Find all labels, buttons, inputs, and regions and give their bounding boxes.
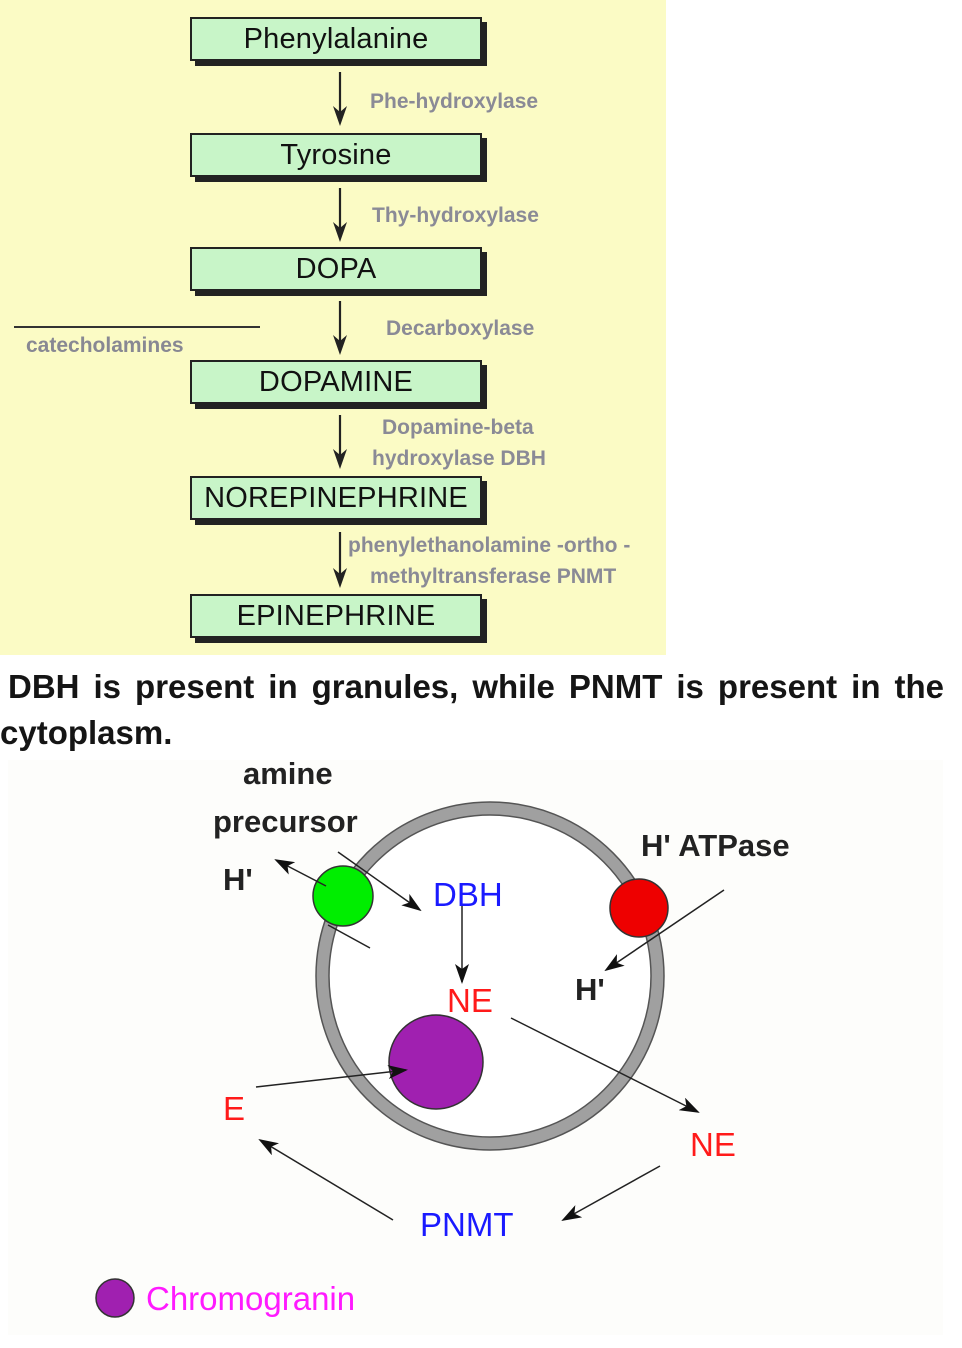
thy-hydroxylase-label: Thy-hydroxylase	[372, 204, 539, 227]
pnmt-to-e-arrow	[258, 1138, 394, 1221]
ne-release-arrow	[510, 1017, 700, 1113]
catecholamines-divider	[14, 326, 260, 328]
dopa-box: DOPA	[190, 247, 482, 291]
epinephrine-box: EPINEPHRINE	[190, 594, 482, 638]
dbh-enzyme-label-line1: Dopamine-beta	[382, 416, 534, 439]
norepinephrine-box: NOREPINEPHRINE	[190, 476, 482, 520]
dbh-enzyme-label-line2: hydroxylase DBH	[372, 447, 546, 470]
catecholamines-label: catecholamines	[26, 334, 184, 357]
down-arrow-icon	[333, 301, 347, 355]
dbh-label: DBH	[433, 876, 503, 913]
tyrosine-box: Tyrosine	[190, 133, 482, 177]
e-uptake-arrow	[255, 1065, 408, 1088]
pnmt-label: PNMT	[420, 1206, 514, 1243]
h-plus-influx-arrow	[604, 889, 725, 972]
caption-line-2: cytoplasm.	[0, 714, 173, 751]
precursor-uptake-arrow	[337, 851, 422, 912]
transporter-line	[327, 924, 371, 949]
phenylalanine-box: Phenylalanine	[190, 17, 482, 61]
chromogranin-legend-dot	[95, 1278, 135, 1318]
h-plus-efflux-arrow	[274, 859, 327, 887]
pnmt-enzyme-label-line2: methyltransferase PNMT	[370, 565, 617, 588]
decarboxylase-label: Decarboxylase	[386, 317, 535, 340]
e-label: E	[223, 1090, 246, 1127]
ne-inner-label: NE	[447, 982, 493, 1019]
ne-outer-label: NE	[690, 1126, 736, 1163]
h-atpase-label: H' ATPase	[641, 828, 790, 863]
granule-drawing	[95, 801, 725, 1318]
h-plus-inner-label: H'	[575, 972, 605, 1007]
caption-line-1: DBH is present in granules, while PNMT i…	[8, 668, 944, 705]
chromogranin-core	[388, 1014, 484, 1110]
amine-label: amine	[243, 756, 333, 791]
chromogranin-legend-label: Chromogranin	[146, 1280, 356, 1317]
ne-to-pnmt-arrow	[561, 1165, 661, 1221]
dopamine-box: DOPAMINE	[190, 360, 482, 404]
down-arrow-icon	[333, 188, 347, 242]
h-plus-left-label: H'	[223, 862, 253, 897]
down-arrow-icon	[333, 532, 347, 588]
amine-transporter	[312, 865, 374, 927]
pathway-panel: Phenylalanine Tyrosine DOPA DOPAMINE NOR…	[0, 0, 666, 655]
precursor-label: precursor	[213, 804, 358, 839]
phe-hydroxylase-label: Phe-hydroxylase	[370, 90, 539, 113]
granule-diagram: amine precursor H' H' ATPase H' DBH NE N…	[8, 756, 943, 1335]
caption-text: DBH is present in granules, while PNMT i…	[0, 664, 944, 756]
down-arrow-icon	[333, 415, 347, 469]
down-arrow-icon	[333, 72, 347, 126]
h-atpase-pump	[609, 878, 669, 938]
pnmt-enzyme-label-line1: phenylethanolamine -ortho -	[348, 534, 631, 557]
